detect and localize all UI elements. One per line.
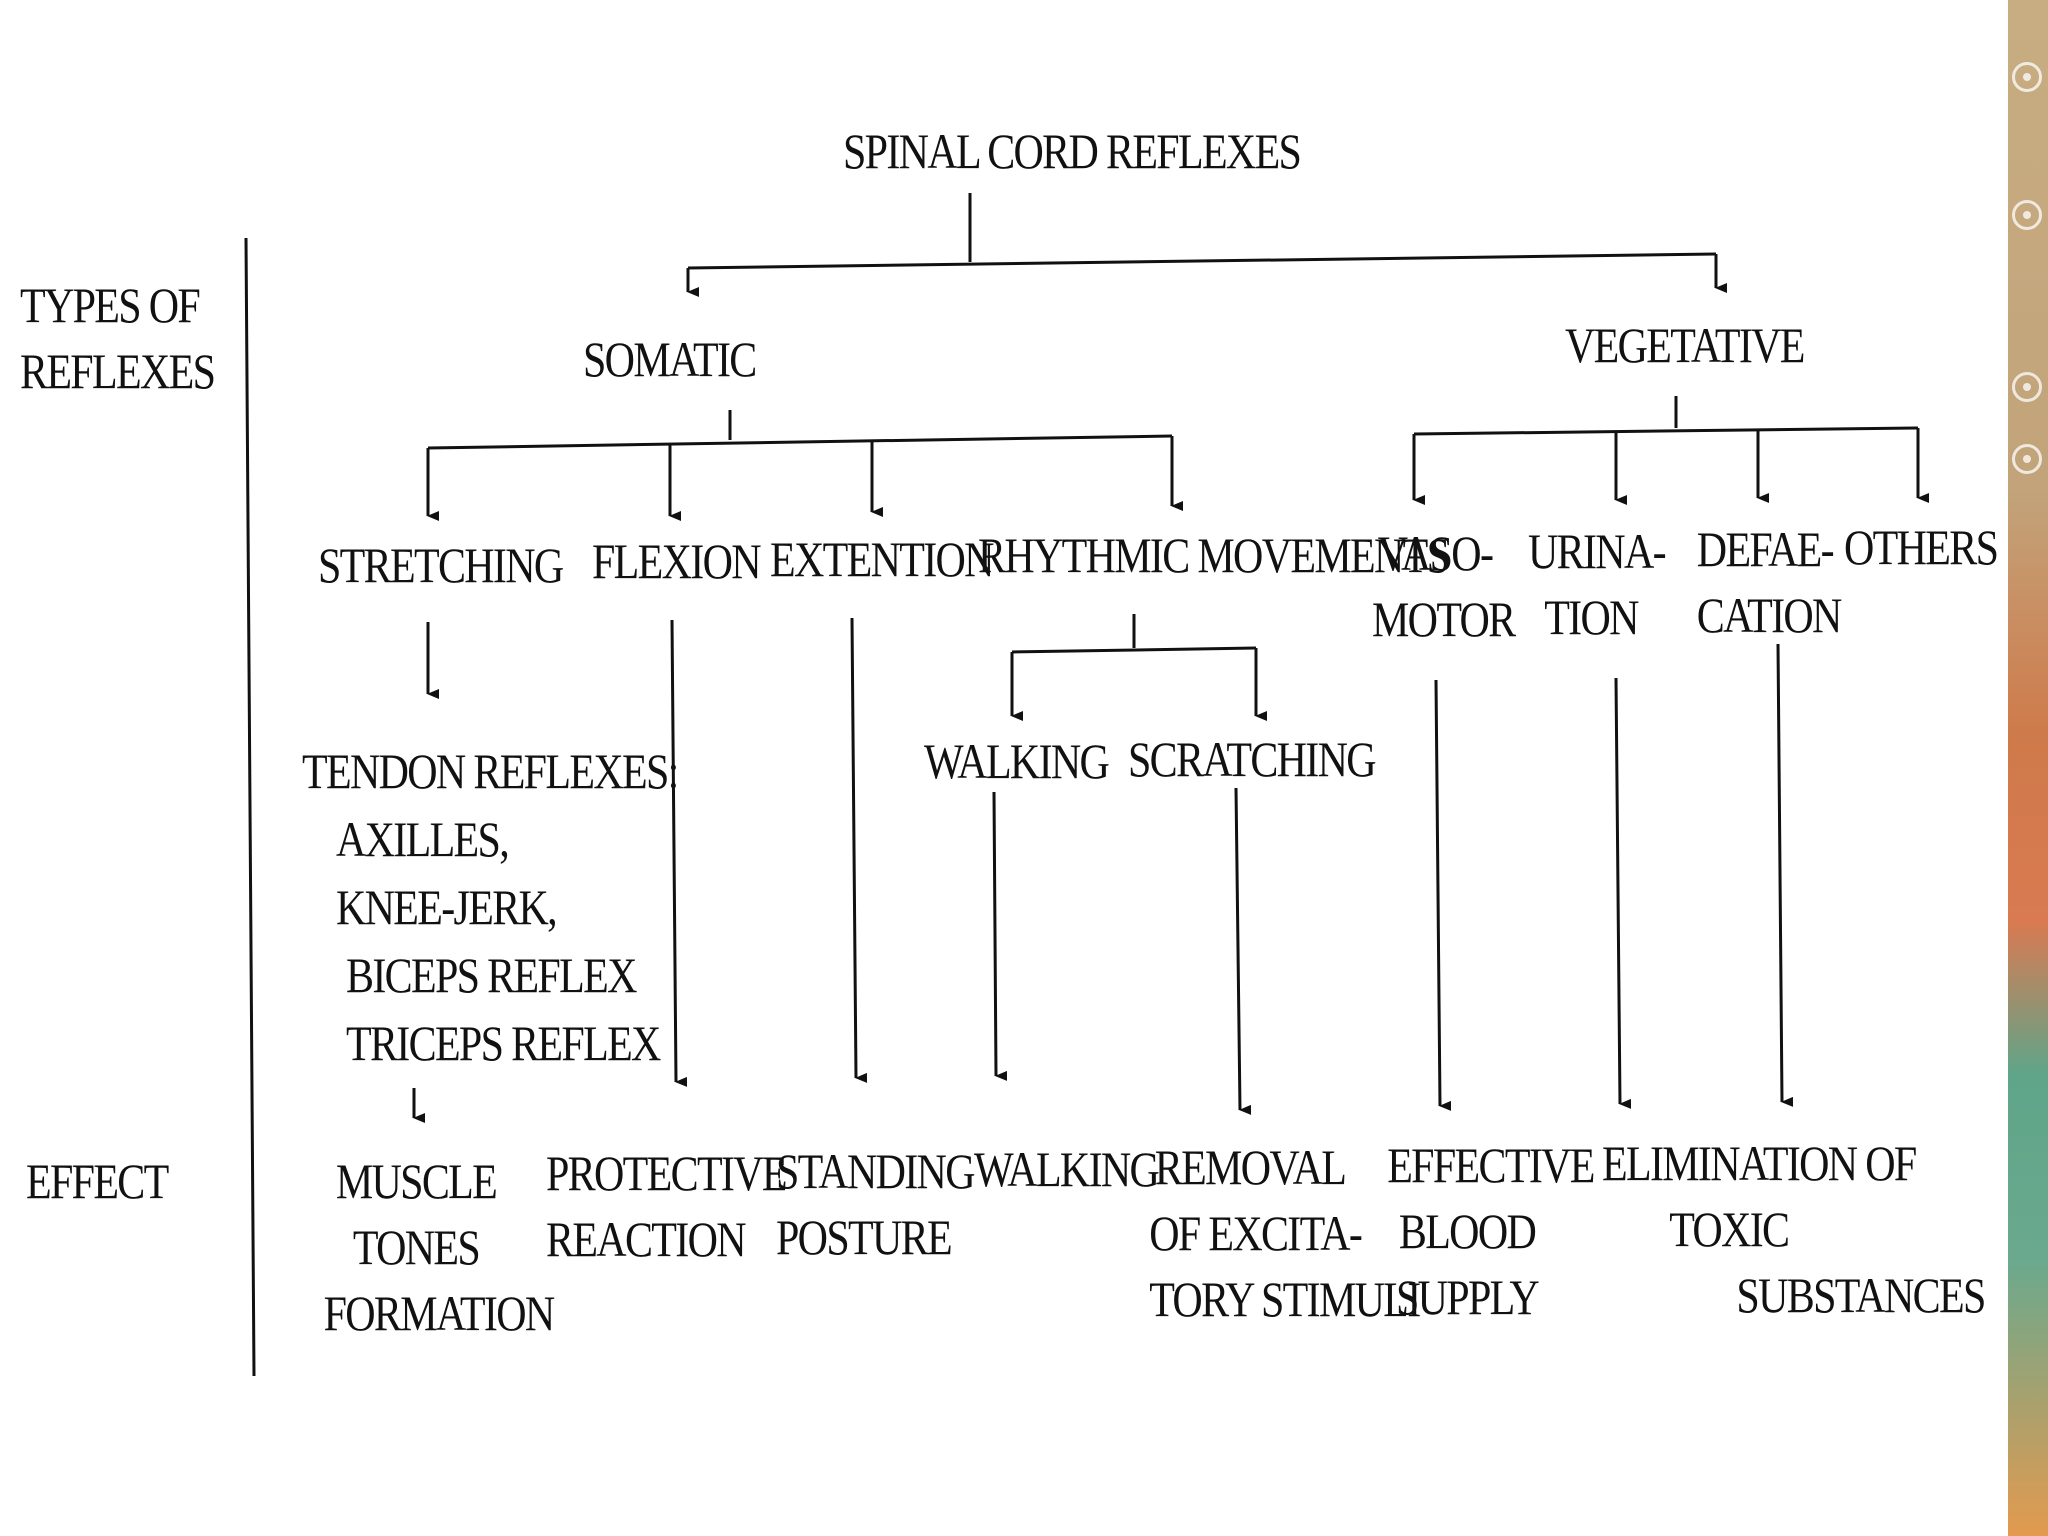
node-extention: EXTENTION	[770, 531, 995, 587]
tendon-item-triceps: TRICEPS REFLEX	[346, 1015, 661, 1071]
tendon-item-knee-jerk: KNEE-JERK,	[336, 879, 558, 935]
tendon-item-axilles: AXILLES,	[336, 811, 510, 867]
flower-icon	[2012, 444, 2042, 474]
node-others: OTHERS	[1844, 519, 1999, 575]
node-flexion: FLEXION	[592, 533, 762, 589]
decorative-side-strip	[2008, 0, 2048, 1536]
flower-icon	[2012, 200, 2042, 230]
node-defaecation: DEFAE-CATION	[1696, 521, 1843, 643]
node-stretching: STRETCHING	[318, 537, 564, 593]
effect-elimination-toxic: ELIMINATION OF TOXIC SUBSTANCES	[1602, 1135, 1986, 1323]
separator-line	[244, 237, 256, 1377]
tendon-item-biceps: BICEPS REFLEX	[346, 947, 637, 1003]
row-label-effect: EFFECT	[26, 1153, 169, 1209]
node-somatic: SOMATIC	[583, 331, 757, 387]
node-root: SPINAL CORD REFLEXES	[843, 123, 1302, 179]
node-tendon-reflexes: TENDON REFLEXES:	[302, 743, 679, 799]
node-vasomotor: VASO-MOTOR	[1372, 525, 1516, 647]
node-urination: URINA-TION	[1528, 523, 1667, 645]
node-walking: WALKING	[924, 733, 1110, 789]
effect-walking: WALKING	[974, 1141, 1160, 1197]
node-scratching: SCRATCHING	[1128, 731, 1377, 787]
flower-icon	[2012, 62, 2042, 92]
flower-icon	[2012, 372, 2042, 402]
node-rhythmic-movements: RHYTHMIC MOVEMENTS	[978, 527, 1450, 583]
node-vegetative: VEGETATIVE	[1565, 317, 1805, 373]
